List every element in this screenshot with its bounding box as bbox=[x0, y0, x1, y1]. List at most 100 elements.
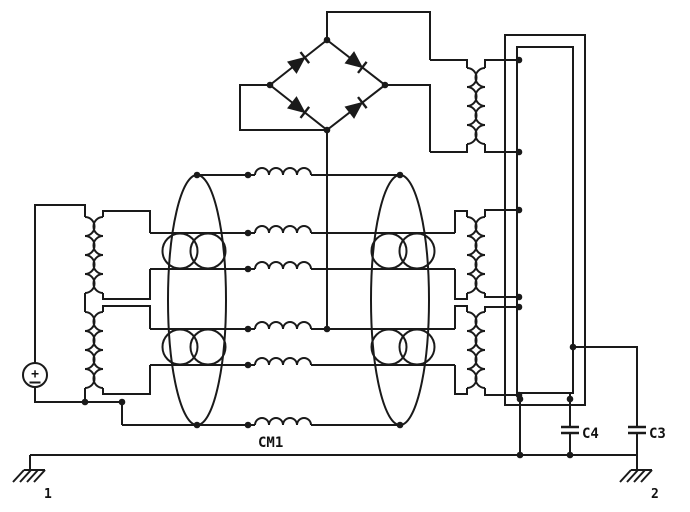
input-transformer-upper bbox=[84, 216, 104, 294]
wire bbox=[484, 59, 519, 68]
junction-dot bbox=[566, 451, 574, 459]
inductor-coil bbox=[254, 357, 312, 366]
output-transformer-top bbox=[466, 67, 486, 145]
winding-loop bbox=[398, 328, 436, 366]
diode-icon bbox=[344, 96, 368, 119]
junction-dots bbox=[81, 36, 577, 459]
junction-dot bbox=[515, 303, 523, 311]
wire bbox=[385, 84, 431, 152]
wire bbox=[430, 144, 468, 153]
capacitor-c3: C3 bbox=[628, 425, 666, 442]
diode-icon bbox=[344, 51, 368, 74]
winding-loop bbox=[189, 328, 227, 366]
junction-dot bbox=[515, 206, 523, 214]
junction-dot bbox=[396, 171, 404, 179]
output-transformer-middle bbox=[466, 216, 486, 294]
winding-loop bbox=[370, 328, 408, 366]
winding-loop bbox=[370, 232, 408, 270]
choke-core-left bbox=[167, 174, 227, 426]
wire bbox=[102, 305, 151, 329]
wire bbox=[34, 204, 86, 363]
junction-dot bbox=[569, 343, 577, 351]
winding bbox=[474, 311, 486, 389]
winding bbox=[92, 216, 104, 294]
wire bbox=[484, 144, 519, 153]
junction-dot bbox=[244, 361, 252, 369]
junction-dot bbox=[515, 56, 523, 64]
junction-dot bbox=[323, 325, 331, 333]
winding-loop bbox=[161, 328, 199, 366]
wire bbox=[454, 210, 468, 233]
wire bbox=[34, 387, 122, 403]
winding bbox=[84, 311, 96, 389]
junction-dot bbox=[566, 395, 574, 403]
wire bbox=[102, 269, 151, 300]
wire bbox=[454, 365, 468, 395]
inductor-coil bbox=[254, 167, 312, 176]
junction-dot bbox=[515, 148, 523, 156]
winding-loop bbox=[161, 232, 199, 270]
inductor-coil bbox=[254, 417, 312, 426]
label-cm1: CM1 bbox=[258, 435, 283, 451]
winding-loop bbox=[189, 232, 227, 270]
junction-dot bbox=[516, 395, 524, 403]
junction-dot bbox=[381, 81, 389, 89]
wire bbox=[326, 11, 431, 60]
junction-dot bbox=[266, 81, 274, 89]
wire bbox=[484, 388, 519, 396]
winding bbox=[92, 311, 104, 389]
choke-core-right bbox=[370, 174, 430, 426]
shield-inner-wall bbox=[516, 46, 574, 394]
junction-dot bbox=[396, 421, 404, 429]
inductor-coil bbox=[254, 225, 312, 234]
wire bbox=[430, 59, 468, 68]
junction-dot bbox=[244, 265, 252, 273]
winding bbox=[466, 311, 478, 389]
common-mode-choke bbox=[161, 167, 436, 426]
shield-outer-wall bbox=[504, 34, 586, 406]
junction-dot bbox=[244, 421, 252, 429]
ground-icon bbox=[12, 455, 46, 483]
junction-dot bbox=[193, 421, 201, 429]
winding bbox=[474, 216, 486, 294]
junction-dot bbox=[323, 126, 331, 134]
label-c3: C3 bbox=[649, 426, 666, 442]
junction-dot bbox=[118, 398, 126, 406]
shield-enclosure bbox=[504, 34, 586, 406]
source-plus-sign: + bbox=[31, 367, 39, 382]
winding bbox=[466, 67, 478, 145]
wire-set bbox=[30, 11, 638, 456]
junction-dot bbox=[244, 325, 252, 333]
wire bbox=[484, 209, 519, 217]
bridge-frame bbox=[268, 38, 387, 132]
junction-dot bbox=[81, 398, 89, 406]
dc-source: + bbox=[22, 362, 48, 388]
wire bbox=[484, 293, 519, 298]
wire bbox=[484, 306, 519, 312]
wire bbox=[102, 365, 151, 395]
inductor-coil bbox=[254, 261, 312, 270]
junction-dot bbox=[516, 451, 524, 459]
input-transformer-lower bbox=[84, 311, 104, 389]
junction-dot bbox=[244, 171, 252, 179]
junction-dot bbox=[323, 36, 331, 44]
winding bbox=[84, 216, 96, 294]
junction-dot bbox=[193, 171, 201, 179]
output-transformer-lower bbox=[466, 311, 486, 389]
diode-icon bbox=[287, 96, 311, 119]
junction-dot bbox=[244, 229, 252, 237]
wire bbox=[454, 269, 468, 300]
ground-icon bbox=[619, 455, 653, 483]
wire bbox=[239, 84, 327, 131]
label-ground-1: 1 bbox=[44, 487, 52, 502]
label-c4: C4 bbox=[582, 426, 599, 442]
winding-loop bbox=[398, 232, 436, 270]
wire bbox=[102, 210, 151, 233]
source-circle bbox=[22, 362, 48, 388]
winding bbox=[466, 216, 478, 294]
ground-right: 2 bbox=[619, 455, 659, 502]
junction-dot bbox=[515, 293, 523, 301]
capacitor-plates bbox=[628, 425, 646, 435]
